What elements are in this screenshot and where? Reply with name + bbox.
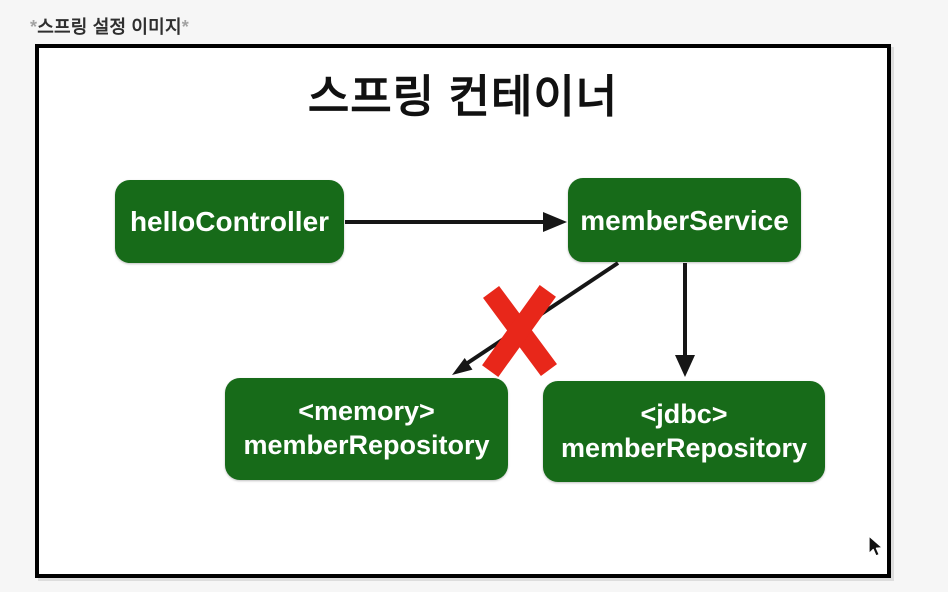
member-service-label: memberService — [580, 204, 789, 236]
hello-controller-node: helloController — [115, 180, 344, 263]
diagram-title: 스프링 컨테이너 — [307, 71, 619, 122]
jdbc-repository-type-label: <jdbc> — [640, 398, 728, 429]
page-title: *스프링 설정 이미지* — [30, 13, 189, 39]
memory-repository-name-label: memberRepository — [243, 430, 490, 460]
jdbc-repository-node: <jdbc> memberRepository — [543, 381, 825, 482]
hello-controller-label: helloController — [129, 206, 330, 237]
memory-repository-type-label: <memory> — [298, 396, 435, 427]
asterisk-left: * — [30, 17, 38, 37]
memory-repository-node: <memory> memberRepository — [225, 378, 508, 480]
diagram-canvas — [35, 44, 891, 578]
member-service-node: memberService — [568, 178, 801, 262]
jdbc-repository-name-label: memberRepository — [560, 432, 808, 463]
asterisk-right: * — [181, 17, 189, 37]
page-title-text: 스프링 설정 이미지 — [37, 17, 182, 37]
